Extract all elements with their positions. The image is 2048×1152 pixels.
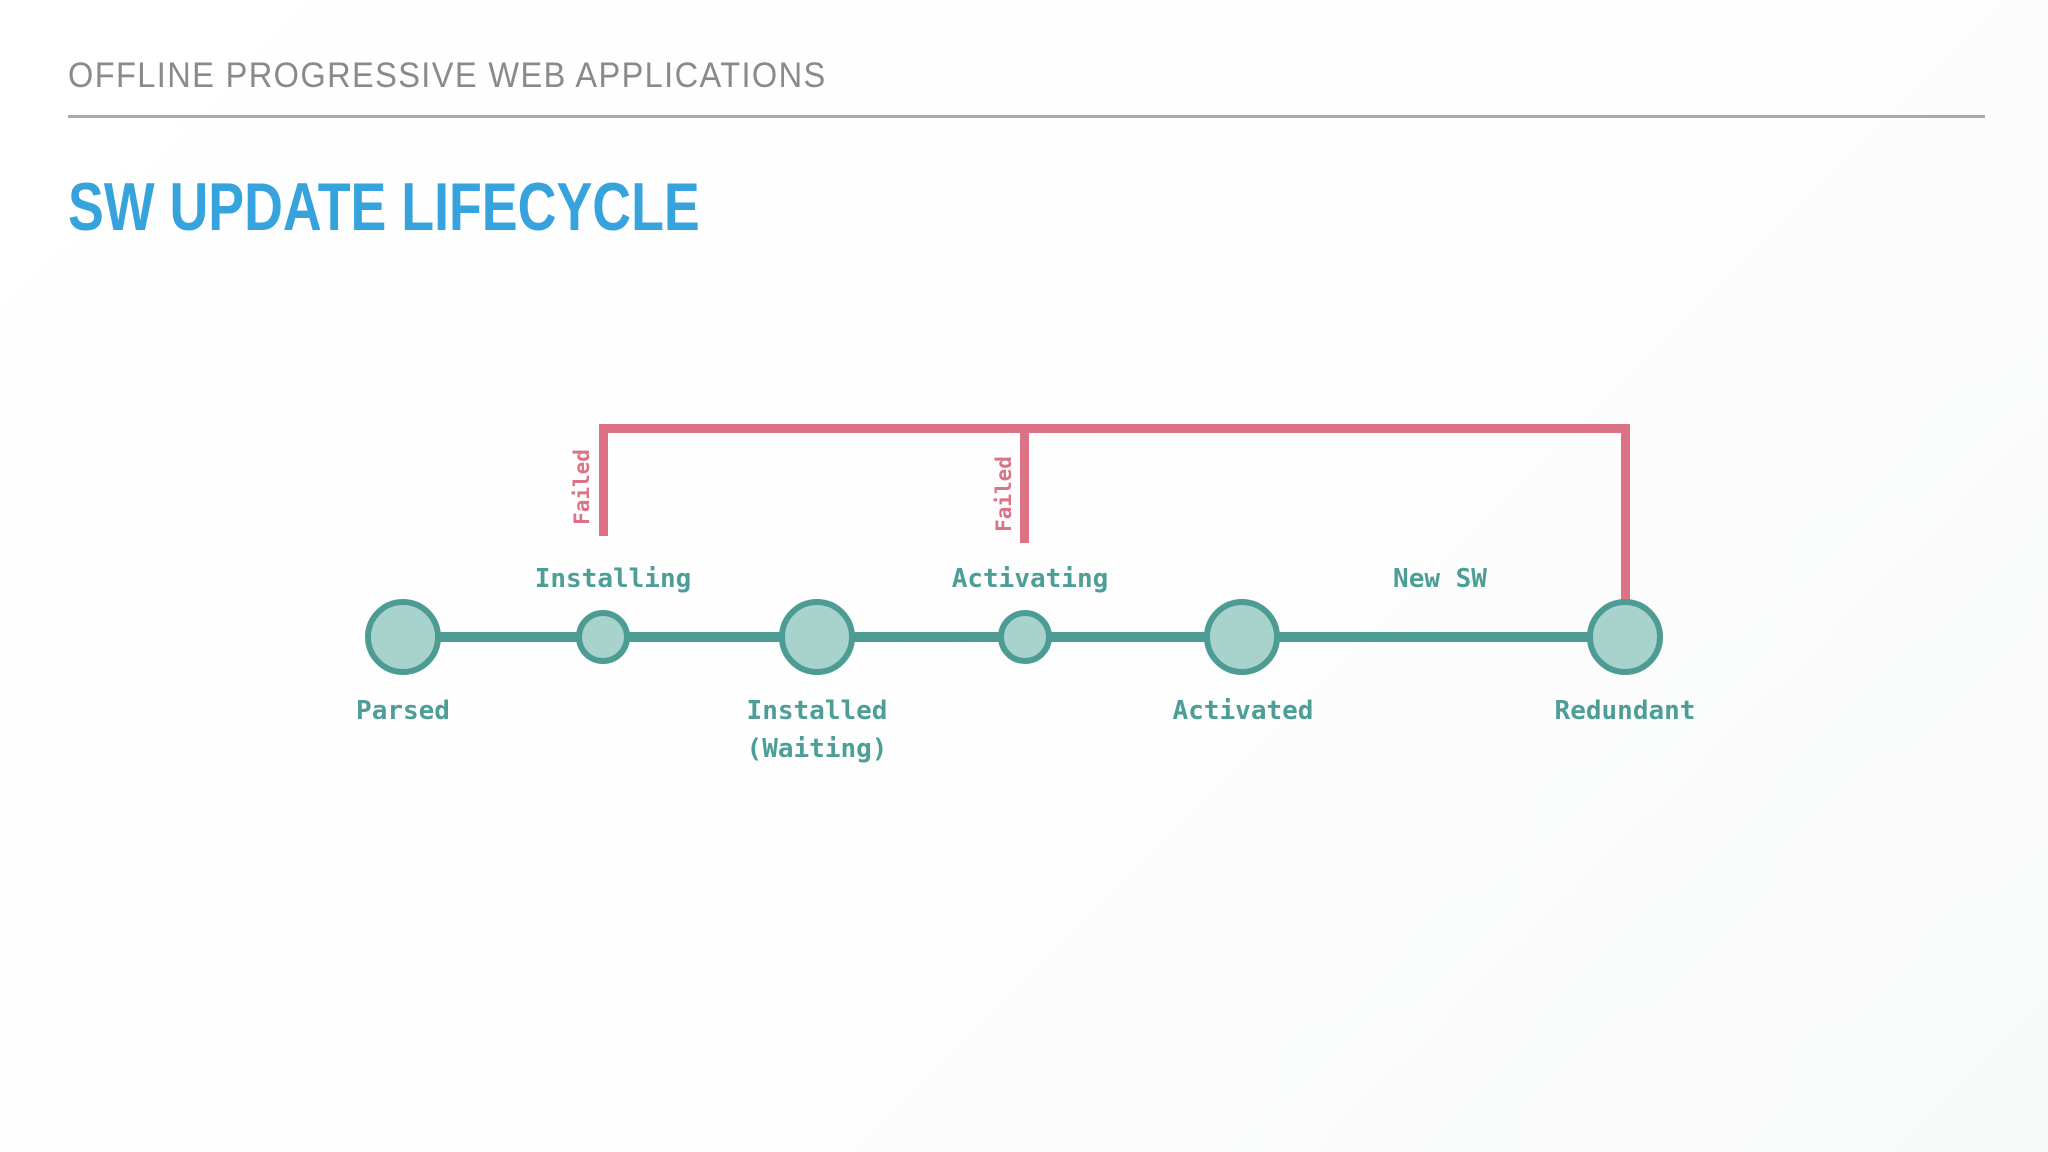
failed-edge-label-activating: Failed bbox=[992, 456, 1016, 532]
node-label-installing: Installing bbox=[534, 564, 692, 594]
header-divider bbox=[68, 115, 1985, 118]
node-redundant bbox=[1587, 599, 1663, 675]
node-label-parsed: Parsed bbox=[356, 696, 450, 726]
node-installed bbox=[779, 599, 855, 675]
node-activated bbox=[1204, 599, 1280, 675]
failed-path-drop-activating bbox=[1020, 424, 1029, 543]
node-label-installed-line1: Installed bbox=[746, 696, 888, 726]
node-parsed bbox=[365, 599, 441, 675]
page-title: SW UPDATE LIFECYCLE bbox=[68, 169, 700, 245]
node-installing bbox=[576, 610, 630, 664]
failed-path-drop-installing bbox=[599, 424, 608, 536]
node-label-installed-line2: (Waiting) bbox=[746, 734, 888, 764]
edge-label-new-sw: New SW bbox=[1393, 564, 1487, 594]
failed-path-drop-redundant bbox=[1621, 424, 1630, 605]
node-label-installed: Installed (Waiting) bbox=[747, 692, 888, 768]
failed-edge-label-installing: Failed bbox=[570, 449, 594, 525]
node-label-activated: Activated bbox=[1172, 696, 1314, 726]
node-label-activating: Activating bbox=[951, 564, 1109, 594]
node-activating bbox=[998, 610, 1052, 664]
node-label-redundant: Redundant bbox=[1554, 696, 1696, 726]
slide-eyebrow: OFFLINE PROGRESSIVE WEB APPLICATIONS bbox=[68, 56, 827, 95]
failed-path-horizontal bbox=[599, 424, 1630, 433]
